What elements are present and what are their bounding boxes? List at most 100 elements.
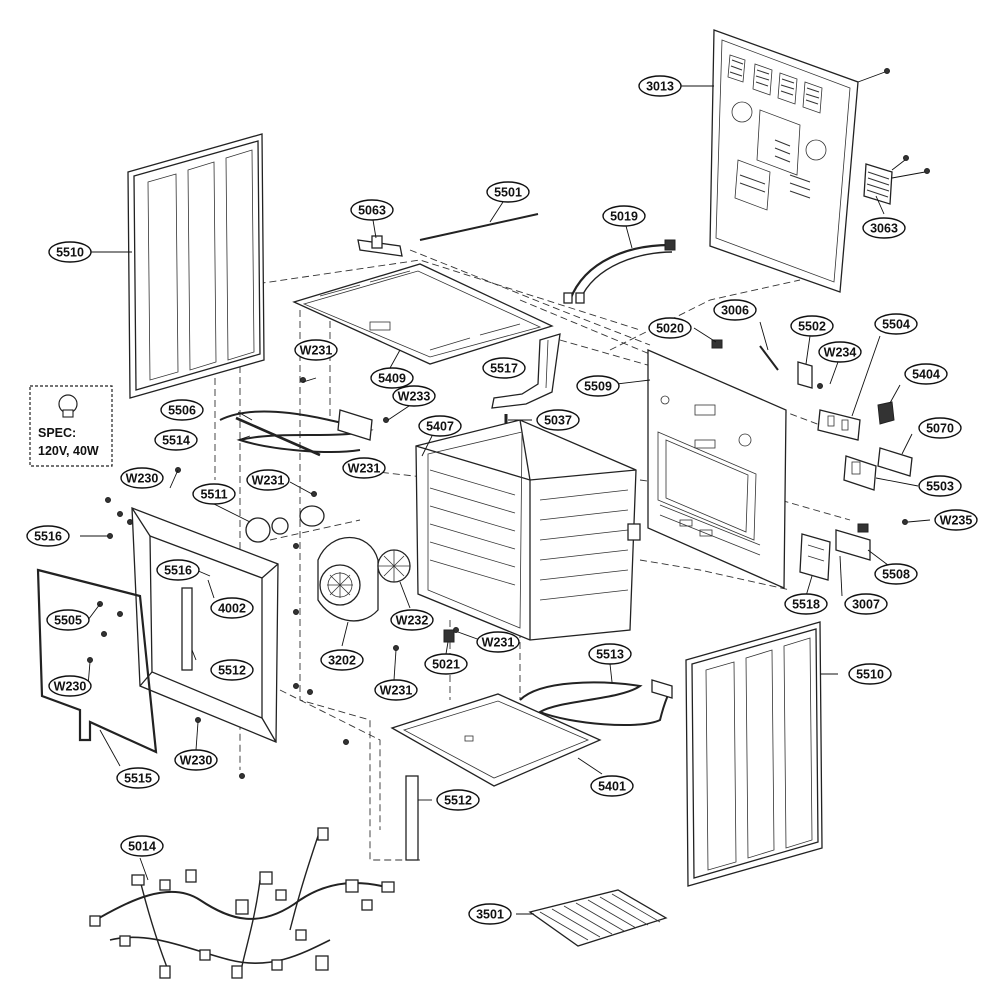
- callout-3202: 3202: [320, 649, 364, 671]
- callout-bubble: [156, 559, 200, 581]
- callout-bubble: [588, 643, 632, 665]
- lamp-5511: [213, 503, 325, 543]
- callout-bubble: [648, 317, 692, 339]
- callout-text: W231: [482, 636, 515, 650]
- callout-5508: 5508: [874, 563, 918, 585]
- callout-bubble: [120, 835, 164, 857]
- callout-text: 5512: [444, 794, 472, 808]
- callout-text: 5501: [494, 186, 522, 200]
- callout-bubble: [436, 789, 480, 811]
- callout-text: W232: [396, 614, 429, 628]
- callout-bubble: [848, 663, 892, 685]
- callout-5037: 5037: [536, 409, 580, 431]
- callout-bubble: [874, 563, 918, 585]
- front-frame-5509: [647, 349, 787, 589]
- callout-5505: 5505: [46, 609, 90, 631]
- callout-5404: 5404: [904, 363, 948, 385]
- callout-bubble: [536, 409, 580, 431]
- callout-text: 5517: [490, 362, 518, 376]
- callout-5511: 5511: [192, 483, 236, 505]
- callout-text: 5021: [432, 658, 460, 672]
- callout-bubble: [392, 385, 436, 407]
- callout-bubble: [790, 315, 834, 337]
- fan-blade: [377, 549, 411, 609]
- terminal-block-3063: [863, 155, 930, 205]
- callout-bubble: [210, 597, 254, 619]
- callout-5518: 5518: [784, 593, 828, 615]
- callout-text: 5518: [792, 598, 820, 612]
- callout-5501: 5501: [486, 181, 530, 203]
- callout-5502: 5502: [790, 315, 834, 337]
- callout-text: 5510: [856, 668, 884, 682]
- callout-bubble: [818, 341, 862, 363]
- callout-bubble: [192, 483, 236, 505]
- callout-text: 5505: [54, 614, 82, 628]
- callout-5401: 5401: [590, 775, 634, 797]
- side-panel-5510-left: [127, 133, 265, 399]
- callout-bubble: [424, 653, 468, 675]
- callout-5512b: 5512: [436, 789, 480, 811]
- callout-bubble: [590, 775, 634, 797]
- callout-w230c: W230: [174, 749, 218, 771]
- gasket-5515: [36, 568, 158, 767]
- callout-w231c: W231: [246, 469, 290, 491]
- callout-w231e: W231: [374, 679, 418, 701]
- callout-w230b: W230: [48, 675, 92, 697]
- callout-text: 3007: [852, 598, 880, 612]
- callout-5512a: 5512: [210, 659, 254, 681]
- callout-w230a: W230: [120, 467, 164, 489]
- callout-5014: 5014: [120, 835, 164, 857]
- callout-5070: 5070: [918, 417, 962, 439]
- callout-bubble: [390, 609, 434, 631]
- callout-bubble: [210, 659, 254, 681]
- callout-3013: 3013: [638, 75, 682, 97]
- callout-3006: 3006: [713, 299, 757, 321]
- callout-text: 5019: [610, 210, 638, 224]
- callout-text: W235: [940, 514, 973, 528]
- wire-harness-5014: [89, 827, 395, 979]
- broil-element-5506: [219, 409, 374, 457]
- callout-w233: W233: [392, 385, 436, 407]
- callout-bubble: [294, 339, 338, 361]
- callout-text: W230: [54, 680, 87, 694]
- callout-bubble: [120, 467, 164, 489]
- callout-text: 5516: [164, 564, 192, 578]
- callout-5407: 5407: [418, 415, 462, 437]
- spec-box: SPEC: 120V, 40W: [29, 385, 113, 467]
- callout-bubble: [934, 509, 978, 531]
- callout-bubble: [154, 429, 198, 451]
- callout-5509: 5509: [576, 375, 620, 397]
- callout-text: W230: [126, 472, 159, 486]
- parts-5508-3007-5518: [799, 523, 893, 597]
- callout-text: 5407: [426, 420, 454, 434]
- callout-text: 5503: [926, 480, 954, 494]
- callout-text: W234: [824, 346, 857, 360]
- callout-text: 3006: [721, 304, 749, 318]
- small-parts-5020-3006: [711, 321, 779, 371]
- callout-5063: 5063: [350, 199, 394, 221]
- callout-5506: 5506: [160, 399, 204, 421]
- top-panel-5409: [292, 263, 554, 369]
- callout-text: 5514: [162, 434, 190, 448]
- callout-bubble: [418, 415, 462, 437]
- front-frame-5516: [131, 507, 279, 743]
- callout-5503: 5503: [918, 475, 962, 497]
- callout-w232: W232: [390, 609, 434, 631]
- callout-text: 5409: [378, 372, 406, 386]
- callout-text: 5512: [218, 664, 246, 678]
- callout-bubble: [246, 469, 290, 491]
- callout-w231a: W231: [294, 339, 338, 361]
- callout-text: 5515: [124, 772, 152, 786]
- callout-text: W231: [380, 684, 413, 698]
- callout-bubble: [784, 593, 828, 615]
- callout-w231b: W231: [342, 457, 386, 479]
- callout-bubble: [174, 749, 218, 771]
- callout-bubble: [350, 199, 394, 221]
- callout-bubble: [638, 75, 682, 97]
- callout-text: W231: [300, 344, 333, 358]
- callout-4002: 4002: [210, 597, 254, 619]
- leader-lines: [80, 85, 885, 751]
- callout-bubble: [874, 313, 918, 335]
- callout-text: 5508: [882, 568, 910, 582]
